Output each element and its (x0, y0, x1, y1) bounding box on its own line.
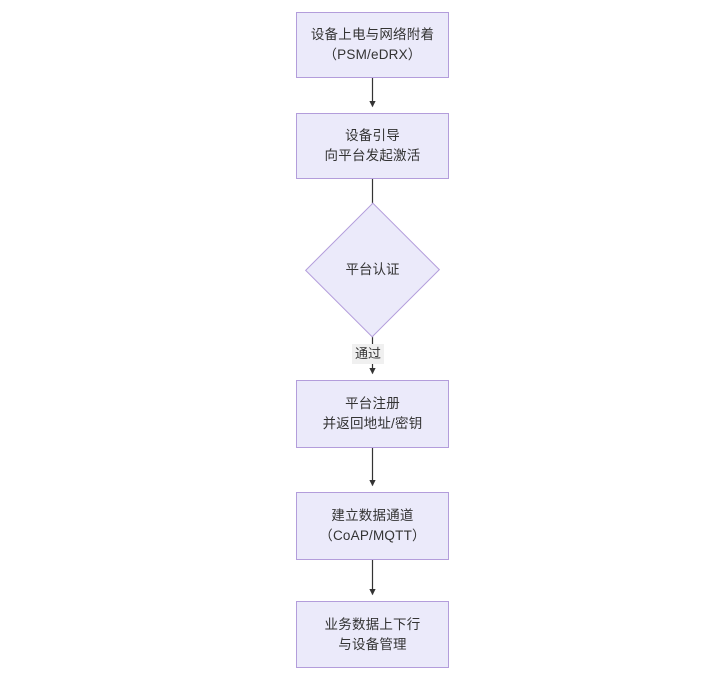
node-line: （CoAP/MQTT） (319, 528, 426, 543)
node-line: 业务数据上下行 (324, 616, 421, 632)
node-business-data-and-device-mgmt[interactable]: 业务数据上下行 与设备管理 (296, 601, 449, 668)
node-establish-data-channel[interactable]: 建立数据通道 （CoAP/MQTT） (296, 492, 449, 560)
node-line: （PSM/eDRX） (323, 47, 422, 62)
node-line: 建立数据通道 (331, 508, 414, 523)
node-line: 并返回地址/密钥 (322, 416, 423, 431)
node-device-power-on[interactable]: 设备上电与网络附着 （PSM/eDRX） (296, 12, 449, 78)
node-line: 设备引导 (345, 128, 400, 143)
node-line: 与设备管理 (338, 636, 407, 652)
node-device-bootstrap[interactable]: 设备引导 向平台发起激活 (296, 113, 449, 179)
node-line: 设备上电与网络附着 (310, 27, 435, 42)
edge-label-pass: 通过 (352, 344, 385, 364)
node-platform-register[interactable]: 平台注册 并返回地址/密钥 (296, 380, 449, 448)
node-line: 向平台发起激活 (324, 148, 421, 163)
node-line: 平台注册 (345, 396, 400, 411)
